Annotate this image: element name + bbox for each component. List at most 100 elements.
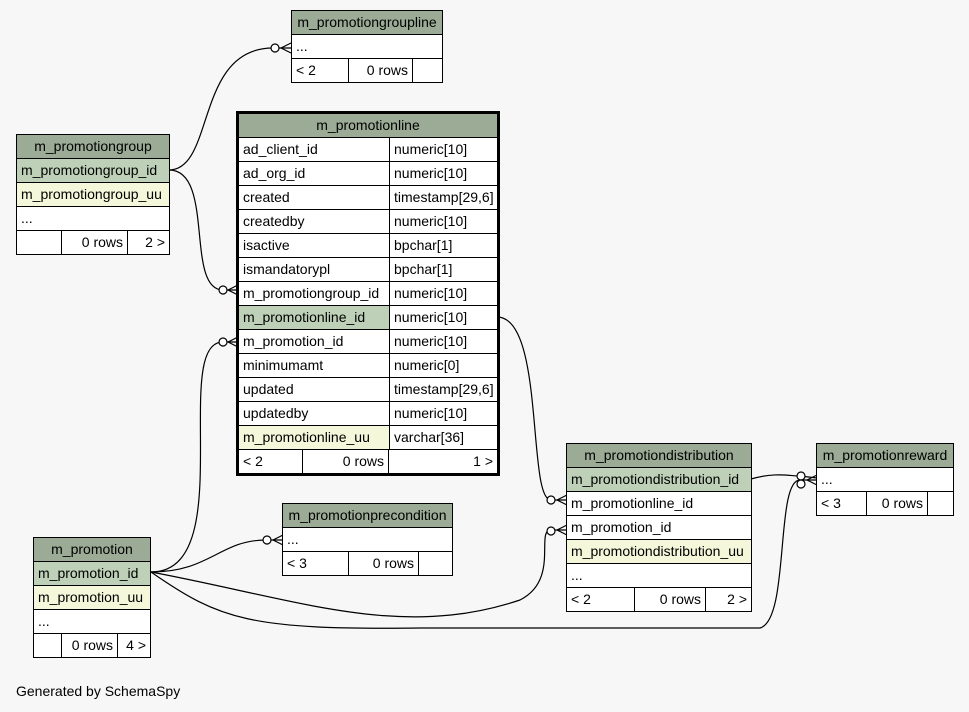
table-m-promotiondistribution[interactable]: m_promotiondistribution m_promotiondistr… [566, 443, 752, 612]
table-row: ad_client_id numeric[10] [239, 138, 497, 162]
table-footer: < 2 0 rows 1 > [239, 450, 497, 473]
table-row: ismandatorypl bpchar[1] [239, 258, 497, 282]
column-name: ad_client_id [243, 141, 318, 157]
column-name: updated [243, 381, 294, 397]
table-title: m_promotiondistribution [567, 444, 751, 468]
footer-parents [34, 634, 61, 657]
table-title: m_promotion [34, 538, 150, 562]
edge-promotion-promotionline [150, 341, 238, 573]
column-name: m_promotionline_uu [239, 426, 389, 449]
footer-parents: < 3 [821, 495, 841, 511]
edge-promotion-promotionreward [150, 479, 817, 629]
table-footer: 0 rows 4 > [34, 634, 150, 657]
column-type: bpchar[1] [389, 234, 497, 257]
table-row: m_promotion_uu [34, 586, 150, 610]
column-name: isactive [243, 237, 290, 253]
footer-rows: 0 rows [634, 588, 705, 611]
footer-children: 2 > [705, 588, 751, 611]
column-name: minimumamt [243, 357, 324, 373]
edge-promotiongroup-promotiongroupline [168, 47, 291, 171]
column-name: ad_org_id [243, 165, 306, 181]
table-m-promotiongroup[interactable]: m_promotiongroup m_promotiongroup_id m_p… [16, 134, 170, 255]
column-name: createdby [243, 213, 305, 229]
footer-children [418, 552, 452, 575]
footer-parents: < 3 [287, 555, 307, 571]
edge-promotionline-promotiondistribution [496, 316, 567, 501]
edge-promotiongroup-promotionline [168, 169, 238, 291]
table-row: m_promotion_id numeric[10] [239, 330, 497, 354]
footer-rows: 0 rows [61, 634, 117, 657]
column-type: numeric[10] [389, 306, 497, 329]
edge-promotion-promotiondistribution [150, 529, 567, 618]
table-title: m_promotionreward [817, 444, 953, 468]
column-type: numeric[10] [389, 162, 497, 185]
table-row: ... [17, 207, 169, 231]
footer-children: 1 > [388, 450, 497, 473]
column-type: numeric[10] [389, 330, 497, 353]
generated-by-caption: Generated by SchemaSpy [16, 683, 181, 699]
table-title: m_promotiongroup [17, 135, 169, 159]
table-row: m_promotiongroup_uu [17, 183, 169, 207]
footer-parents [17, 231, 61, 254]
footer-children: 4 > [117, 634, 150, 657]
table-row: ... [283, 528, 452, 552]
footer-children: 2 > [127, 231, 169, 254]
table-row: m_promotiondistribution_id [567, 468, 751, 492]
table-m-promotion[interactable]: m_promotion m_promotion_id m_promotion_u… [33, 537, 151, 658]
table-row: minimumamt numeric[0] [239, 354, 497, 378]
table-footer: < 3 0 rows [283, 552, 452, 575]
table-row: m_promotiongroup_id numeric[10] [239, 282, 497, 306]
table-footer: 0 rows 2 > [17, 231, 169, 254]
table-row: m_promotiongroup_id [17, 159, 169, 183]
table-footer: < 2 0 rows [292, 59, 442, 82]
table-row: isactive bpchar[1] [239, 234, 497, 258]
table-m-promotiongroupline[interactable]: m_promotiongroupline ... < 2 0 rows [291, 10, 443, 83]
edge-promotion-promotionprecondition [150, 539, 283, 573]
table-row: updated timestamp[29,6] [239, 378, 497, 402]
column-type: numeric[10] [389, 282, 497, 305]
table-row: ... [817, 468, 953, 492]
table-row: m_promotion_id [34, 562, 150, 586]
column-type: varchar[36] [389, 426, 497, 449]
column-type: bpchar[1] [389, 258, 497, 281]
footer-rows: 0 rows [348, 552, 418, 575]
footer-children [927, 492, 953, 515]
column-name: ismandatorypl [243, 261, 331, 277]
table-m-promotionprecondition[interactable]: m_promotionprecondition ... < 3 0 rows [282, 503, 453, 576]
column-name: m_promotion_id [243, 333, 344, 349]
table-m-promotionreward[interactable]: m_promotionreward ... < 3 0 rows [816, 443, 954, 516]
table-title: m_promotionline [239, 114, 497, 138]
table-title: m_promotionprecondition [283, 504, 452, 528]
table-row: ... [34, 610, 150, 634]
footer-rows: 0 rows [348, 59, 412, 82]
edge-promotiondistribution-promotionreward [750, 474, 818, 480]
column-type: numeric[10] [389, 138, 497, 161]
column-type: timestamp[29,6] [389, 378, 497, 401]
table-row: m_promotion_id [567, 516, 751, 540]
column-type: timestamp[29,6] [389, 186, 497, 209]
column-type: numeric[10] [389, 402, 497, 425]
table-title: m_promotiongroupline [292, 11, 442, 35]
footer-rows: 0 rows [866, 492, 927, 515]
footer-parents: < 2 [243, 453, 263, 469]
table-row: ... [292, 35, 442, 59]
table-footer: < 2 0 rows 2 > [567, 588, 751, 611]
footer-rows: 0 rows [302, 450, 388, 473]
column-type: numeric[0] [389, 354, 497, 377]
footer-parents: < 2 [571, 591, 591, 607]
column-type: numeric[10] [389, 210, 497, 233]
table-row: createdby numeric[10] [239, 210, 497, 234]
table-row: ad_org_id numeric[10] [239, 162, 497, 186]
footer-parents: < 2 [296, 62, 316, 78]
footer-children [412, 59, 442, 82]
column-name: m_promotiongroup_id [243, 285, 380, 301]
column-name: m_promotionline_id [239, 306, 389, 329]
table-row: m_promotiondistribution_uu [567, 540, 751, 564]
